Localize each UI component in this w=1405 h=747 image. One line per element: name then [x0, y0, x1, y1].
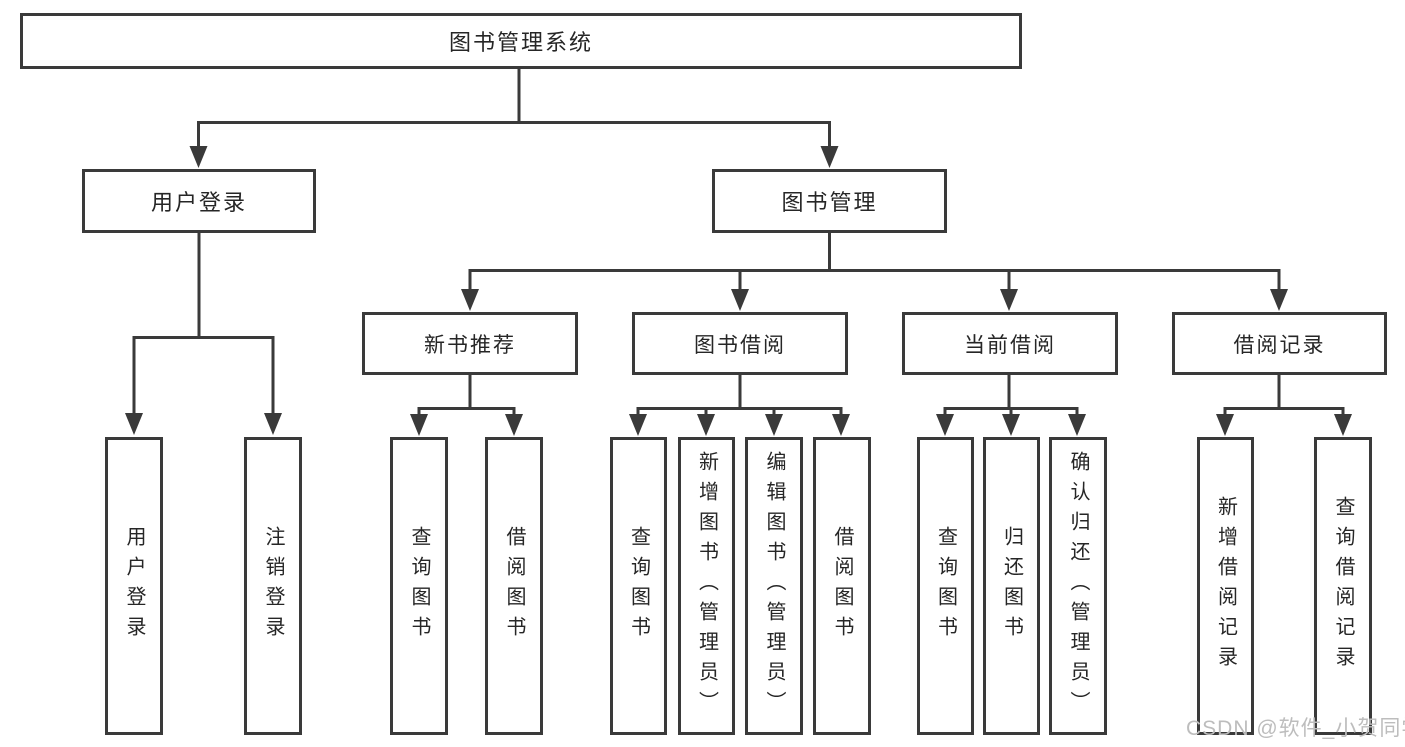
- node-borrow-records-label: 借阅记录: [1233, 333, 1326, 357]
- leaf-cb-confirm-return-admin-label: 确认归还（管理员）: [1067, 451, 1089, 721]
- leaf-br-query-record-label: 查询借阅记录: [1332, 496, 1354, 676]
- leaf-nb-borrow-book: 借阅图书: [485, 437, 543, 735]
- node-root: 图书管理系统: [20, 13, 1022, 69]
- leaf-bb-edit-book-admin: 编辑图书（管理员）: [745, 437, 803, 735]
- leaf-br-add-record: 新增借阅记录: [1197, 437, 1254, 735]
- node-new-book-recommend-label: 新书推荐: [424, 333, 516, 357]
- leaf-bb-borrow-book: 借阅图书: [813, 437, 871, 735]
- node-user-login-label: 用户登录: [150, 190, 247, 215]
- leaf-user-login-label: 用户登录: [123, 526, 145, 646]
- node-current-borrow: 当前借阅: [902, 312, 1118, 375]
- leaf-cb-return-book-label: 归还图书: [1000, 526, 1023, 646]
- leaf-bb-query-books: 查询图书: [610, 437, 667, 735]
- node-new-book-recommend: 新书推荐: [362, 312, 578, 375]
- node-book-borrow: 图书借阅: [632, 312, 848, 375]
- leaf-br-add-record-label: 新增借阅记录: [1214, 496, 1237, 676]
- node-book-borrow-label: 图书借阅: [694, 333, 786, 357]
- node-book-management-label: 图书管理: [781, 190, 878, 215]
- node-borrow-records: 借阅记录: [1172, 312, 1387, 375]
- leaf-bb-add-book-admin: 新增图书（管理员）: [678, 437, 735, 735]
- leaf-nb-borrow-book-label: 借阅图书: [503, 526, 525, 646]
- leaf-cb-confirm-return-admin: 确认归还（管理员）: [1049, 437, 1107, 735]
- leaf-user-login: 用户登录: [105, 437, 163, 735]
- leaf-logout-login: 注销登录: [244, 437, 302, 735]
- leaf-br-query-record: 查询借阅记录: [1314, 437, 1372, 735]
- leaf-bb-borrow-book-label: 借阅图书: [831, 526, 853, 646]
- leaf-logout-login-label: 注销登录: [262, 526, 284, 646]
- watermark-text: CSDN @软件_小贺同学: [1186, 717, 1405, 740]
- node-user-login: 用户登录: [82, 169, 316, 233]
- node-book-management: 图书管理: [712, 169, 947, 233]
- leaf-nb-query-books: 查询图书: [390, 437, 448, 735]
- leaf-bb-edit-book-admin-label: 编辑图书（管理员）: [763, 451, 785, 721]
- leaf-cb-query-books: 查询图书: [917, 437, 974, 735]
- node-root-label: 图书管理系统: [448, 30, 593, 55]
- leaf-cb-return-book: 归还图书: [983, 437, 1040, 735]
- leaf-nb-query-books-label: 查询图书: [408, 526, 430, 646]
- leaf-bb-query-books-label: 查询图书: [627, 526, 650, 646]
- leaf-cb-query-books-label: 查询图书: [934, 526, 957, 646]
- node-current-borrow-label: 当前借阅: [964, 333, 1056, 357]
- leaf-bb-add-book-admin-label: 新增图书（管理员）: [695, 451, 718, 721]
